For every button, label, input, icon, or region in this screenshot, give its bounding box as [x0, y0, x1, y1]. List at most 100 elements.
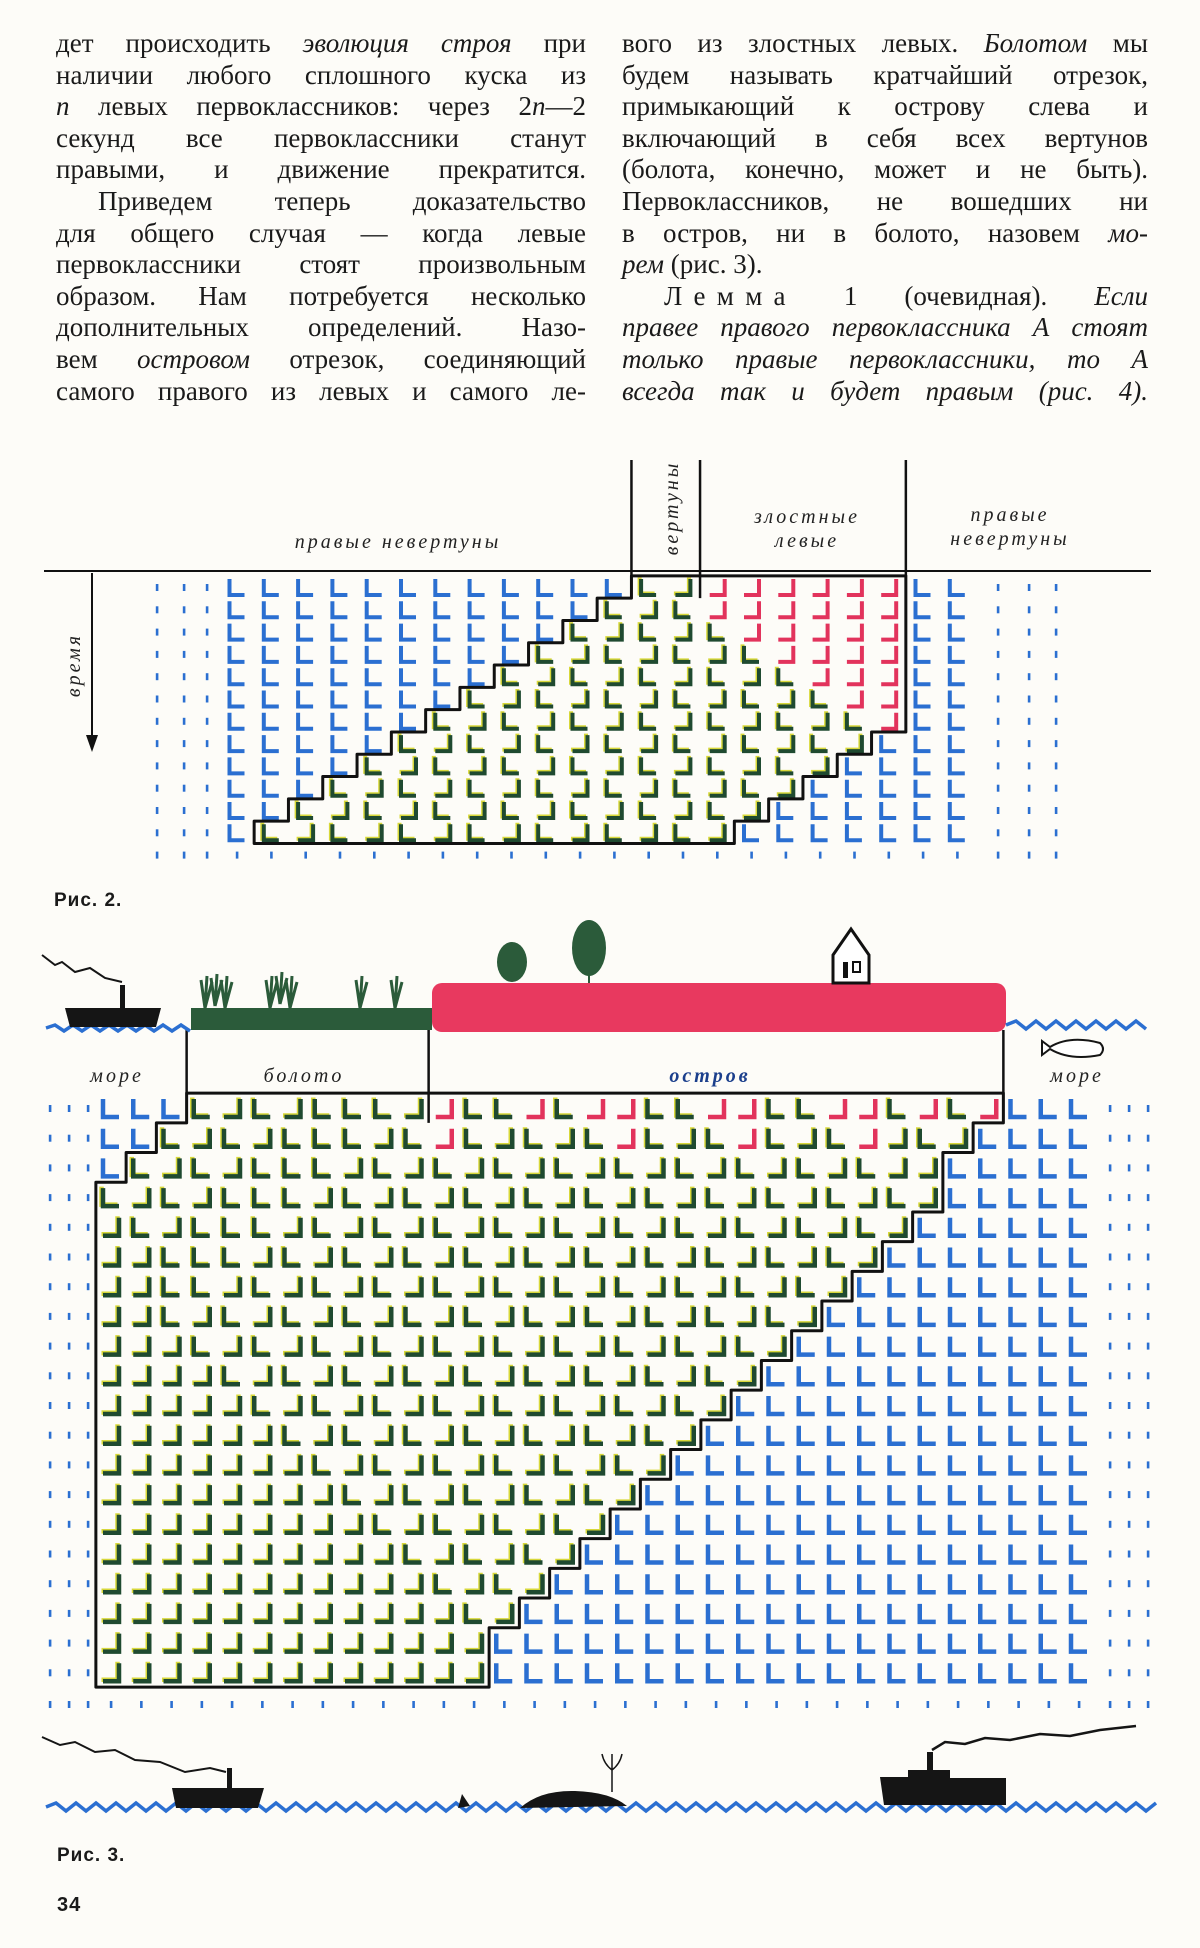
pupil-facing-right-icon: [330, 690, 348, 709]
pupil-facing-right-icon: [978, 1188, 997, 1209]
ship-funnel: [227, 1768, 232, 1788]
dot-marker: [48, 1372, 52, 1380]
text-segment: Приведем теперь доказательство: [98, 185, 586, 216]
pupil-facing-right-icon: [584, 1663, 603, 1684]
pupil-facing-right-icon: [844, 712, 862, 731]
pupil-facing-right-icon: [947, 712, 965, 731]
pupil-facing-left-icon: [314, 1663, 333, 1684]
pupil-shadow: [776, 733, 794, 752]
pupil-facing-right-icon: [615, 1603, 634, 1625]
pupil-facing-left-icon: [675, 802, 693, 820]
pupil-shadow: [404, 1394, 423, 1415]
pupil-facing-left-icon: [284, 1277, 303, 1298]
pupil-shadow: [252, 1127, 271, 1148]
pupil-facing-right-icon: [742, 824, 759, 843]
pupil-shadow: [101, 1364, 120, 1386]
pupil-facing-right-icon: [433, 802, 451, 820]
pupil-shadow: [131, 1424, 150, 1445]
dot-marker: [67, 1639, 71, 1647]
pupil-facing-right-icon: [645, 1574, 664, 1595]
dot-marker: [1108, 1164, 1112, 1172]
pupil-shadow: [192, 1186, 211, 1207]
pupil-shadow: [827, 1156, 846, 1178]
pupil-facing-left-icon: [254, 1514, 273, 1536]
pupil-facing-right-icon: [330, 623, 348, 642]
pupil-facing-right-icon: [917, 1306, 936, 1328]
dot-marker: [86, 1194, 90, 1202]
pupil-shadow: [313, 1246, 332, 1267]
pupil-facing-right-icon: [1068, 1099, 1087, 1120]
pupil-facing-right-icon: [736, 1633, 755, 1654]
dot-marker: [1127, 1253, 1131, 1261]
pupil-shadow: [404, 1275, 423, 1296]
pupil-facing-right-icon: [796, 1663, 815, 1684]
dot-marker: [784, 851, 788, 859]
text-line: наличии любого сплошного куска из: [56, 60, 586, 92]
pupil-facing-left-icon: [617, 1247, 636, 1268]
dot-marker: [86, 1639, 90, 1647]
pupil-shadow: [502, 689, 520, 707]
pupil-shadow: [192, 1453, 211, 1475]
pupil-facing-left-icon: [768, 1158, 787, 1179]
dot-marker: [86, 1491, 90, 1499]
pupil-facing-left-icon: [345, 1396, 364, 1417]
pupil-facing-right-icon: [330, 668, 348, 687]
dot-marker: [86, 1105, 90, 1112]
pupil-facing-right-icon: [766, 1544, 785, 1565]
pupil-facing-right-icon: [296, 735, 314, 754]
pupil-facing-right-icon: [1038, 1336, 1057, 1357]
pupil-facing-right-icon: [463, 1603, 482, 1625]
pupil-facing-left-icon: [641, 690, 659, 709]
pupil-facing-right-icon: [675, 1277, 694, 1298]
pupil-facing-left-icon: [224, 1158, 243, 1179]
pupil-facing-left-icon: [617, 1099, 636, 1120]
pupil-facing-right-icon: [707, 802, 725, 820]
dot-marker: [235, 851, 239, 859]
fig3-caption: Рис. 3.: [57, 1845, 126, 1866]
emphasized-text: всегда так и будет правым (рис. 4).: [622, 375, 1148, 406]
pupil-facing-left-icon: [709, 579, 727, 597]
text-segment: отрезок, соединяющий: [250, 343, 586, 374]
pupil-facing-right-icon: [1038, 1217, 1057, 1239]
pupil-facing-right-icon: [844, 824, 862, 843]
pupil-facing-right-icon: [978, 1603, 997, 1625]
pupil-facing-left-icon: [103, 1336, 122, 1357]
pupil-facing-right-icon: [399, 824, 416, 843]
pupil-facing-right-icon: [917, 1425, 936, 1446]
pupil-facing-left-icon: [254, 1485, 273, 1506]
pupil-facing-left-icon: [193, 1603, 212, 1625]
pupil-facing-right-icon: [1068, 1217, 1087, 1239]
pupil-shadow: [404, 1632, 423, 1653]
pupil-facing-right-icon: [645, 1128, 664, 1149]
pupil-facing-left-icon: [738, 1188, 757, 1209]
pupil-facing-right-icon: [312, 1128, 331, 1149]
pupil-facing-right-icon: [227, 668, 245, 687]
pupil-facing-left-icon: [103, 1544, 122, 1565]
pupil-facing-right-icon: [947, 802, 965, 820]
pupil-facing-right-icon: [536, 645, 554, 664]
emphasized-text: Лемма: [664, 280, 797, 311]
pupil-facing-left-icon: [950, 1128, 969, 1149]
pupil-facing-right-icon: [947, 645, 965, 664]
pupil-facing-right-icon: [433, 645, 451, 664]
dot-marker: [1054, 650, 1058, 658]
pupil-shadow: [736, 1364, 755, 1386]
dot-marker: [510, 851, 513, 859]
pupil-facing-right-icon: [604, 824, 622, 843]
dot-marker: [866, 1701, 869, 1708]
pupil-facing-left-icon: [345, 1633, 364, 1654]
pupil-facing-left-icon: [103, 1396, 122, 1417]
pupil-shadow: [101, 1246, 120, 1267]
pupil-facing-right-icon: [467, 779, 485, 798]
pupil-facing-right-icon: [1038, 1128, 1057, 1149]
dot-marker: [1047, 1701, 1051, 1708]
pupil-facing-left-icon: [496, 1544, 515, 1565]
pupil-facing-right-icon: [887, 1455, 906, 1476]
pupil-facing-left-icon: [587, 1158, 606, 1179]
pupil-facing-left-icon: [708, 1217, 727, 1239]
pupil-facing-right-icon: [639, 579, 657, 597]
pupil-facing-right-icon: [584, 1485, 603, 1506]
pupil-facing-left-icon: [919, 1188, 938, 1209]
pupil-facing-right-icon: [1038, 1514, 1057, 1536]
